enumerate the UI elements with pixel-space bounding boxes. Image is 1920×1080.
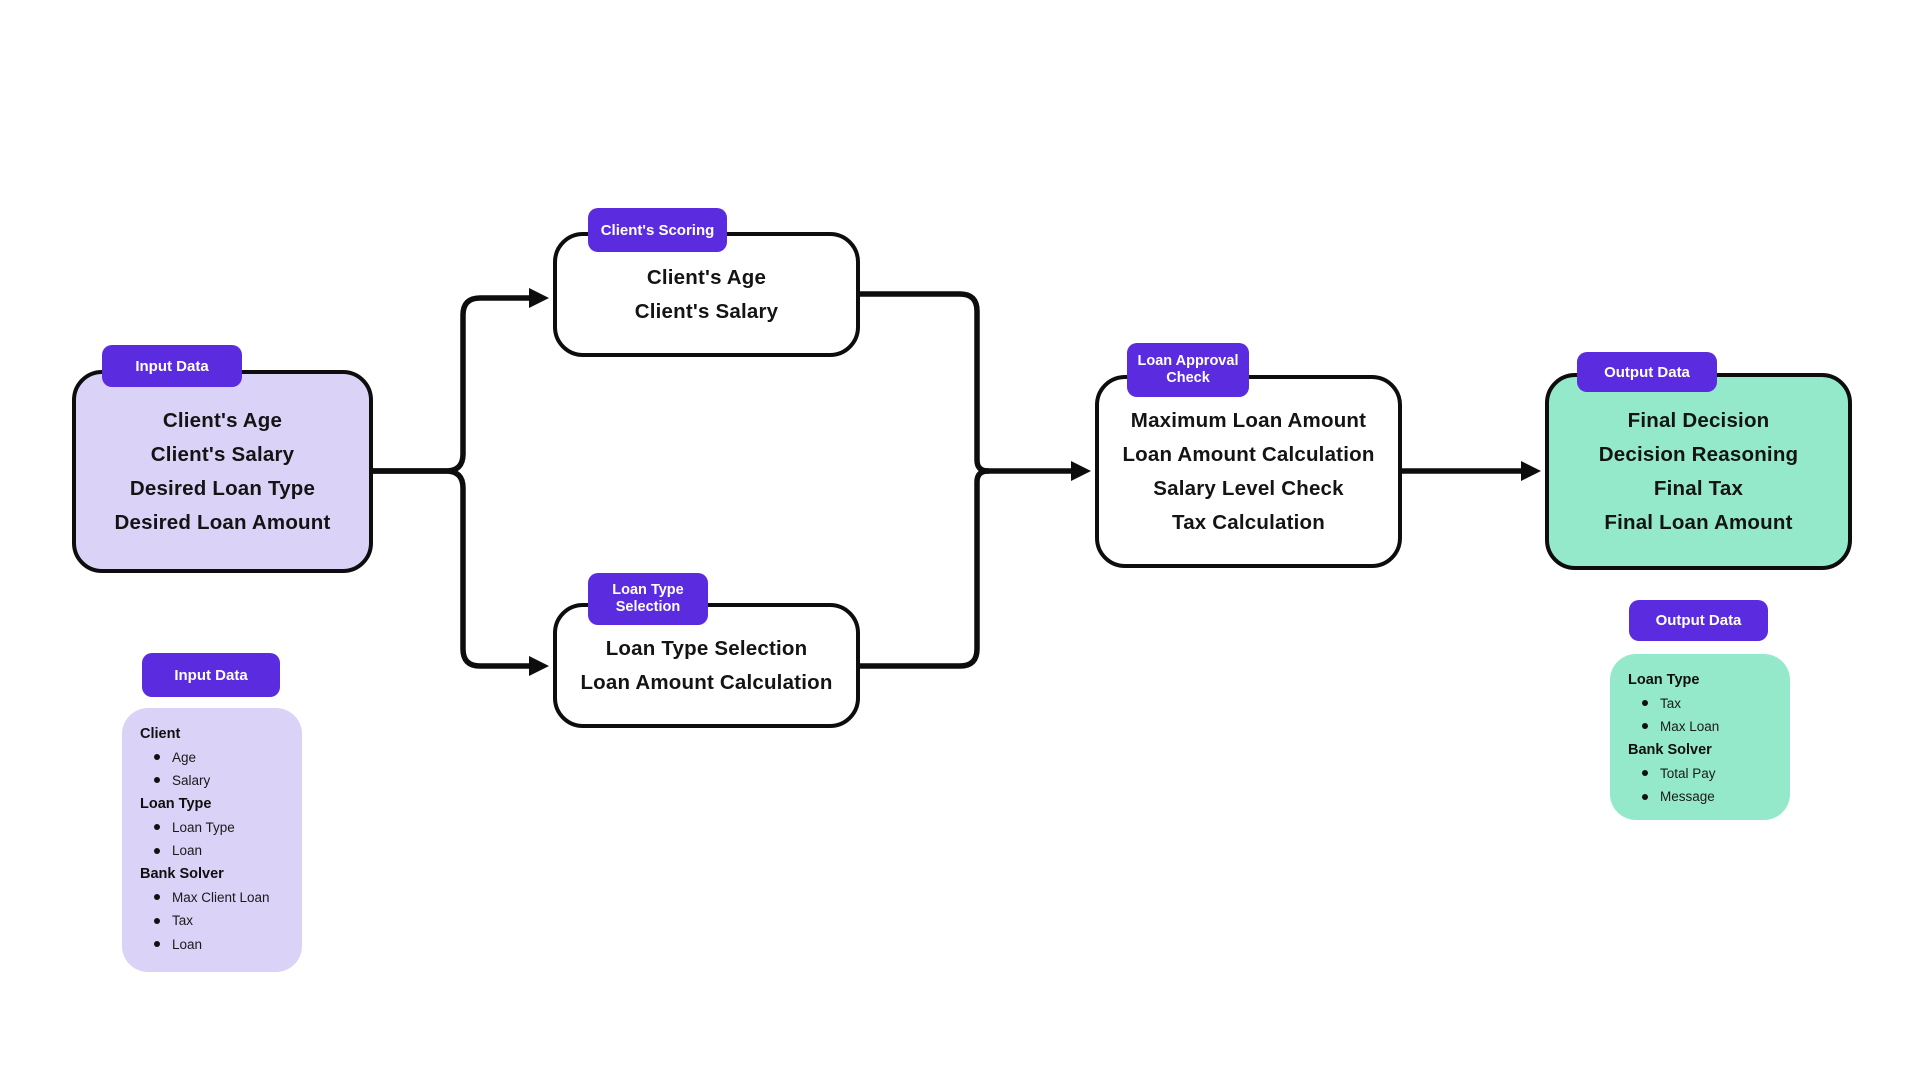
legend-output-box: Loan Type Tax Max Loan Bank Solver Total… [1610, 654, 1790, 820]
legend-item: Tax [1628, 691, 1780, 714]
legend-item-label: Max Client Loan [172, 889, 270, 905]
node-clients-scoring: Client's Age Client's Salary [553, 232, 860, 357]
bullet-icon [154, 777, 160, 784]
node-text-line: Client's Age [646, 265, 767, 289]
legend-item-label: Loan [172, 843, 203, 859]
legend-input-badge: Input Data [142, 653, 280, 697]
node-text-line: Loan Amount Calculation [580, 670, 833, 694]
connector-input-to-loantype [370, 468, 549, 676]
node-input-data: Client's Age Client's Salary Desired Loa… [72, 370, 373, 573]
bullet-icon [154, 847, 160, 854]
node-output-data: Final Decision Decision Reasoning Final … [1545, 373, 1852, 570]
legend-item-label: Message [1660, 789, 1715, 805]
legend-section-title: Loan Type [140, 795, 212, 812]
connector-scoring-to-merge [857, 291, 991, 474]
bullet-icon [154, 754, 160, 761]
legend-section-title: Client [140, 725, 181, 742]
node-text-line: Desired Loan Amount [114, 510, 331, 534]
node-text-line: Salary Level Check [1153, 476, 1344, 500]
node-loan-approval-check-badge: Loan Approval Check [1127, 343, 1249, 397]
legend-item-label: Total Pay [1660, 765, 1716, 781]
legend-item: Loan [140, 839, 292, 862]
node-text-line: Decision Reasoning [1598, 442, 1799, 466]
node-loan-approval-check: Maximum Loan Amount Loan Amount Calculat… [1095, 375, 1402, 568]
node-text-line: Client's Salary [634, 299, 779, 323]
legend-item: Salary [140, 769, 292, 792]
legend-item: Total Pay [1628, 762, 1780, 785]
legend-item-label: Max Loan [1660, 718, 1720, 734]
bullet-icon [154, 917, 160, 924]
node-text-line: Final Loan Amount [1604, 510, 1793, 534]
bullet-icon [154, 894, 160, 901]
legend-item: Max Loan [1628, 715, 1780, 738]
bullet-icon [1642, 723, 1648, 730]
legend-item-label: Age [172, 749, 197, 765]
legend-item: Loan Type [140, 816, 292, 839]
legend-output-badge: Output Data [1629, 600, 1768, 641]
legend-item-label: Tax [1660, 695, 1682, 711]
node-text-line: Maximum Loan Amount [1130, 408, 1367, 432]
legend-item: Loan [140, 933, 292, 956]
node-text-line: Desired Loan Type [129, 476, 316, 500]
bullet-icon [154, 941, 160, 948]
node-input-badge: Input Data [102, 345, 242, 387]
node-text-line: Client's Salary [150, 442, 295, 466]
node-text-line: Loan Type Selection [605, 636, 808, 660]
legend-section-title: Bank Solver [140, 866, 224, 883]
connector-loantype-to-merge [857, 468, 991, 669]
legend-item-label: Salary [172, 772, 211, 788]
connector-input-to-scoring [370, 288, 549, 474]
legend-item: Age [140, 745, 292, 768]
node-text-line: Client's Age [162, 408, 283, 432]
legend-section-title: Bank Solver [1628, 741, 1712, 758]
legend-item: Max Client Loan [140, 886, 292, 909]
bullet-icon [154, 824, 160, 831]
node-output-badge: Output Data [1577, 352, 1717, 392]
node-text-line: Final Tax [1653, 476, 1744, 500]
node-clients-scoring-badge: Client's Scoring [588, 208, 727, 252]
legend-item-label: Tax [172, 913, 194, 929]
legend-input-box: Client Age Salary Loan Type Loan Type Lo… [122, 708, 302, 972]
node-loan-type-selection-badge: Loan Type Selection [588, 573, 708, 625]
legend-item: Message [1628, 785, 1780, 808]
node-text-line: Tax Calculation [1172, 510, 1325, 534]
legend-item: Tax [140, 909, 292, 932]
legend-item-label: Loan [172, 936, 203, 952]
bullet-icon [1642, 770, 1648, 777]
legend-section-title: Loan Type [1628, 671, 1700, 688]
node-text-line: Final Decision [1627, 408, 1770, 432]
node-text-line: Loan Amount Calculation [1122, 442, 1375, 466]
bullet-icon [1642, 700, 1648, 707]
legend-item-label: Loan Type [172, 819, 235, 835]
bullet-icon [1642, 793, 1648, 800]
